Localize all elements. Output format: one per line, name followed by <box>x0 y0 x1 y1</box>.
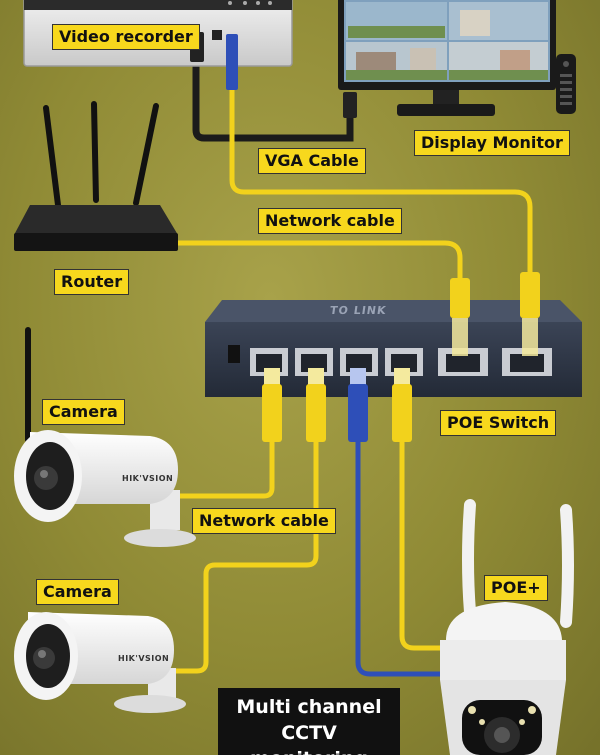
label-display-monitor: Display Monitor <box>414 130 570 156</box>
rj45-plug-port-1 <box>262 368 282 442</box>
network-cable-camera1 <box>178 440 275 499</box>
label-router: Router <box>54 269 130 295</box>
network-cable-yellow-to-ptz <box>399 440 452 651</box>
rj45-plug-port-2 <box>306 368 326 442</box>
label-camera-1: Camera <box>42 399 125 425</box>
vga-cable <box>192 60 357 142</box>
title-box: Multi channel CCTV monitoring <box>218 688 400 755</box>
label-vga-cable: VGA Cable <box>258 148 366 174</box>
camera-1-brand: HIK'VSION <box>122 474 174 483</box>
label-video-recorder: Video recorder <box>52 24 200 50</box>
camera-1-device <box>14 327 196 547</box>
network-cable-router-to-switch <box>172 240 463 280</box>
rj45-plug-uplink-2 <box>520 272 540 356</box>
rj45-plug-port-4 <box>392 368 412 442</box>
remote-control <box>556 54 576 114</box>
network-cable-blue-to-ptz <box>355 440 440 677</box>
label-camera-2: Camera <box>36 579 119 605</box>
rj45-plug-port-3 <box>348 368 368 442</box>
router-device <box>14 101 178 251</box>
switch-brand: TO LINK <box>329 304 388 317</box>
camera-2-brand: HIK'VSION <box>118 654 170 663</box>
label-poe-plus: POE+ <box>484 575 548 601</box>
poe-plus-camera-device <box>440 499 574 755</box>
rj45-plug-uplink-1 <box>450 278 470 356</box>
display-monitor-device <box>338 0 556 116</box>
label-poe-switch: POE Switch <box>440 410 557 436</box>
title-line-2: CCTV monitoring <box>250 722 368 755</box>
network-cable-nvr-to-switch <box>229 88 533 275</box>
camera-2-device <box>14 612 186 713</box>
title-line-1: Multi channel <box>236 696 382 718</box>
network-cable-camera2 <box>165 440 319 674</box>
label-network-cable-bottom: Network cable <box>192 508 336 534</box>
label-network-cable-top: Network cable <box>258 208 402 234</box>
